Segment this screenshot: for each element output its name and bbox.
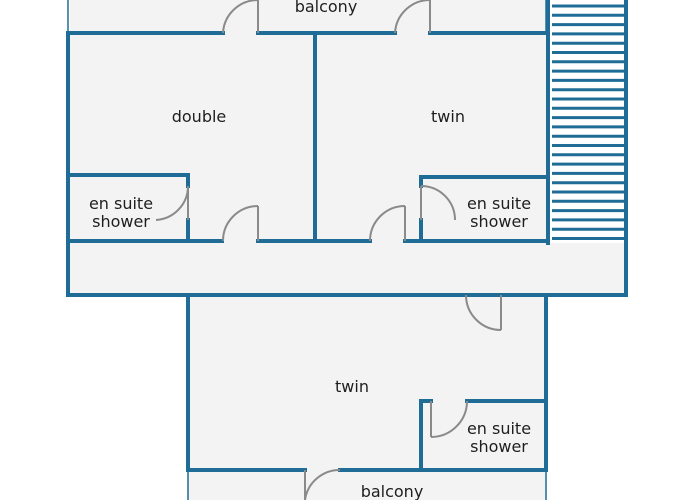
door-ensuite-right bbox=[420, 185, 456, 221]
label-double: double bbox=[172, 107, 227, 126]
door-balcony-top-left bbox=[222, 0, 259, 34]
balcony-bottom-floor bbox=[187, 470, 547, 500]
label-ensuite-left-2: shower bbox=[92, 212, 150, 231]
label-ensuite-right-2: shower bbox=[470, 212, 528, 231]
door-hall-lower bbox=[465, 294, 502, 331]
upper-floor bbox=[68, 33, 626, 295]
label-twin-bottom: twin bbox=[335, 377, 369, 396]
door-ensuite-bottom bbox=[430, 400, 468, 438]
door-double-hall bbox=[222, 205, 259, 242]
room-labels: balcony double twin en suite shower en s… bbox=[89, 0, 531, 500]
doors bbox=[155, 0, 502, 500]
label-ensuite-right-1: en suite bbox=[467, 194, 531, 213]
floor-areas bbox=[68, 0, 626, 500]
walls bbox=[66, 0, 628, 472]
door-twin-hall bbox=[369, 205, 406, 242]
label-ensuite-bottom-2: shower bbox=[470, 437, 528, 456]
staircase-icon bbox=[548, 0, 626, 243]
door-ensuite-left bbox=[155, 185, 190, 221]
door-balcony-top-right bbox=[394, 0, 431, 34]
label-ensuite-left-1: en suite bbox=[89, 194, 153, 213]
balcony-top-floor bbox=[70, 0, 545, 33]
label-balcony-top: balcony bbox=[295, 0, 358, 16]
label-twin-top: twin bbox=[431, 107, 465, 126]
stair-well bbox=[548, 0, 626, 243]
lower-floor bbox=[187, 295, 547, 470]
label-balcony-bottom: balcony bbox=[361, 482, 424, 500]
label-ensuite-bottom-1: en suite bbox=[467, 419, 531, 438]
door-balcony-bottom bbox=[304, 468, 341, 500]
